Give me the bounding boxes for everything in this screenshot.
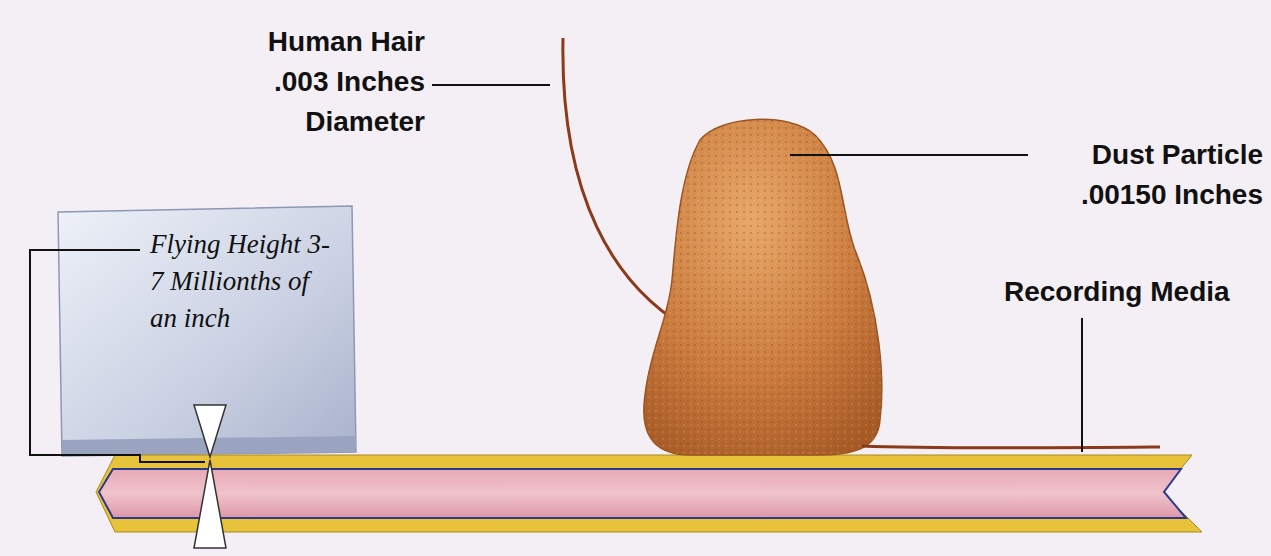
gap-marker [194,460,226,548]
dust-label: Dust Particle .00150 Inches [1048,135,1263,215]
recording-media [96,455,1202,532]
flying-height-label: Flying Height 3-7 Millionths of an inch [150,226,338,337]
hair-label: Human Hair .003 Inches Diameter [220,22,425,142]
leader-line [432,84,550,86]
leader-line [1081,318,1083,452]
read-write-head [58,206,356,456]
gap-marker [194,405,226,457]
media-label: Recording Media [1004,272,1230,312]
dust-particle [644,119,882,455]
leader-line [790,154,1028,156]
human-hair [862,446,1160,448]
media-layer [99,469,1186,518]
